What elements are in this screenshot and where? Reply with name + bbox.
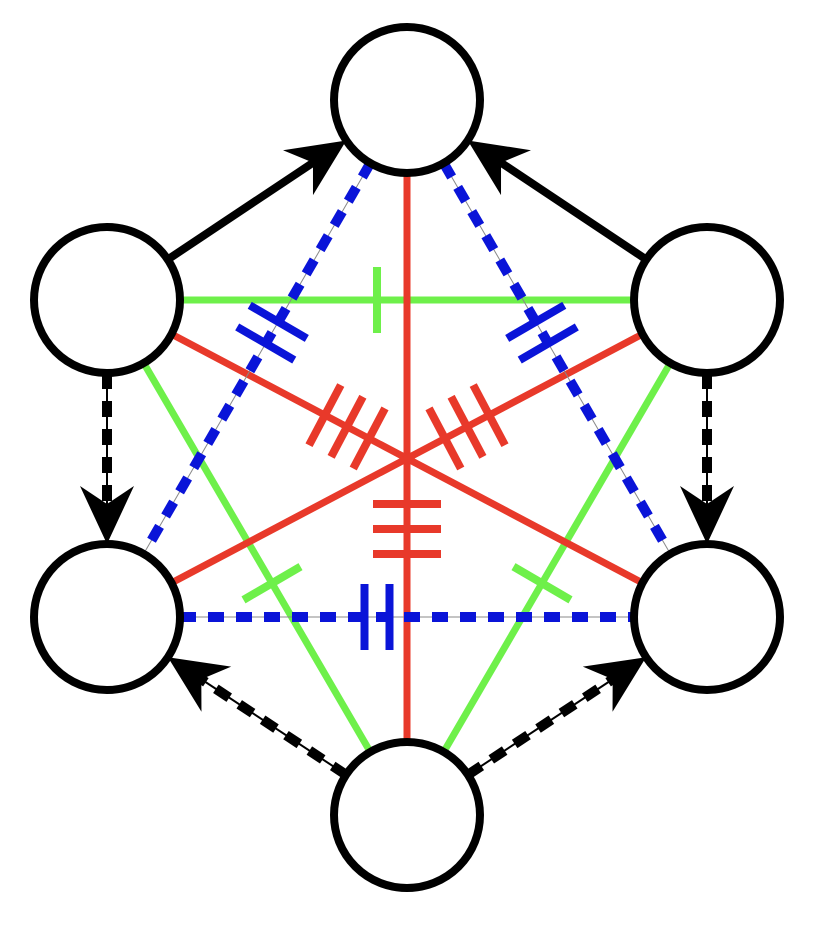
tick-mark (305, 383, 345, 448)
edge-upper-right-to-lower-left (169, 331, 645, 586)
edge-dashed-line (194, 672, 349, 779)
tick-mark (247, 301, 309, 342)
node-bottom (330, 738, 484, 892)
edge-line (169, 331, 645, 586)
edge-upper-left-to-lower-left (80, 373, 134, 544)
edges-layer (80, 140, 734, 779)
tick-mark (349, 406, 389, 471)
edge-bottom-to-lower-left (167, 657, 349, 779)
arrowhead-icon (467, 140, 531, 196)
edge-line (494, 156, 649, 263)
node-upper-left (30, 223, 184, 377)
node-lower-left (30, 540, 184, 694)
tick-mark (505, 301, 567, 342)
arrowhead-icon (582, 657, 647, 712)
edge-line (140, 361, 374, 754)
edge-upper-left-to-bottom (140, 361, 374, 754)
tick-mark (447, 394, 487, 459)
tick-mark (327, 394, 367, 459)
tick-mark (241, 563, 303, 604)
arrowhead-icon (680, 486, 734, 544)
edge-dashed-line (465, 672, 620, 779)
arrowhead-icon (80, 486, 134, 544)
edge-lower-left-to-lower-right (180, 584, 634, 650)
tick-mark (517, 323, 579, 364)
node-top (330, 23, 484, 177)
tick-mark (425, 406, 465, 471)
edge-line (165, 156, 320, 263)
tick-mark (235, 323, 297, 364)
tick-mark (511, 563, 573, 604)
edge-upper-right-to-top (467, 140, 649, 263)
arrowhead-icon (283, 140, 347, 196)
nodes-layer (30, 23, 784, 892)
edge-upper-right-to-bottom (440, 361, 674, 754)
edge-top-to-lower-right (439, 160, 675, 557)
edge-dashed-line (439, 160, 675, 557)
node-upper-right (630, 223, 784, 377)
tick-mark (469, 383, 509, 448)
edge-bottom-to-lower-right (465, 657, 647, 779)
edge-upper-right-to-lower-right (680, 373, 734, 544)
node-lower-right (630, 540, 784, 694)
edge-top-to-lower-left (139, 160, 375, 557)
arrowhead-icon (167, 657, 232, 712)
edge-dashed-line (139, 160, 375, 557)
edge-line (440, 361, 674, 754)
edge-upper-left-to-top (165, 140, 347, 263)
